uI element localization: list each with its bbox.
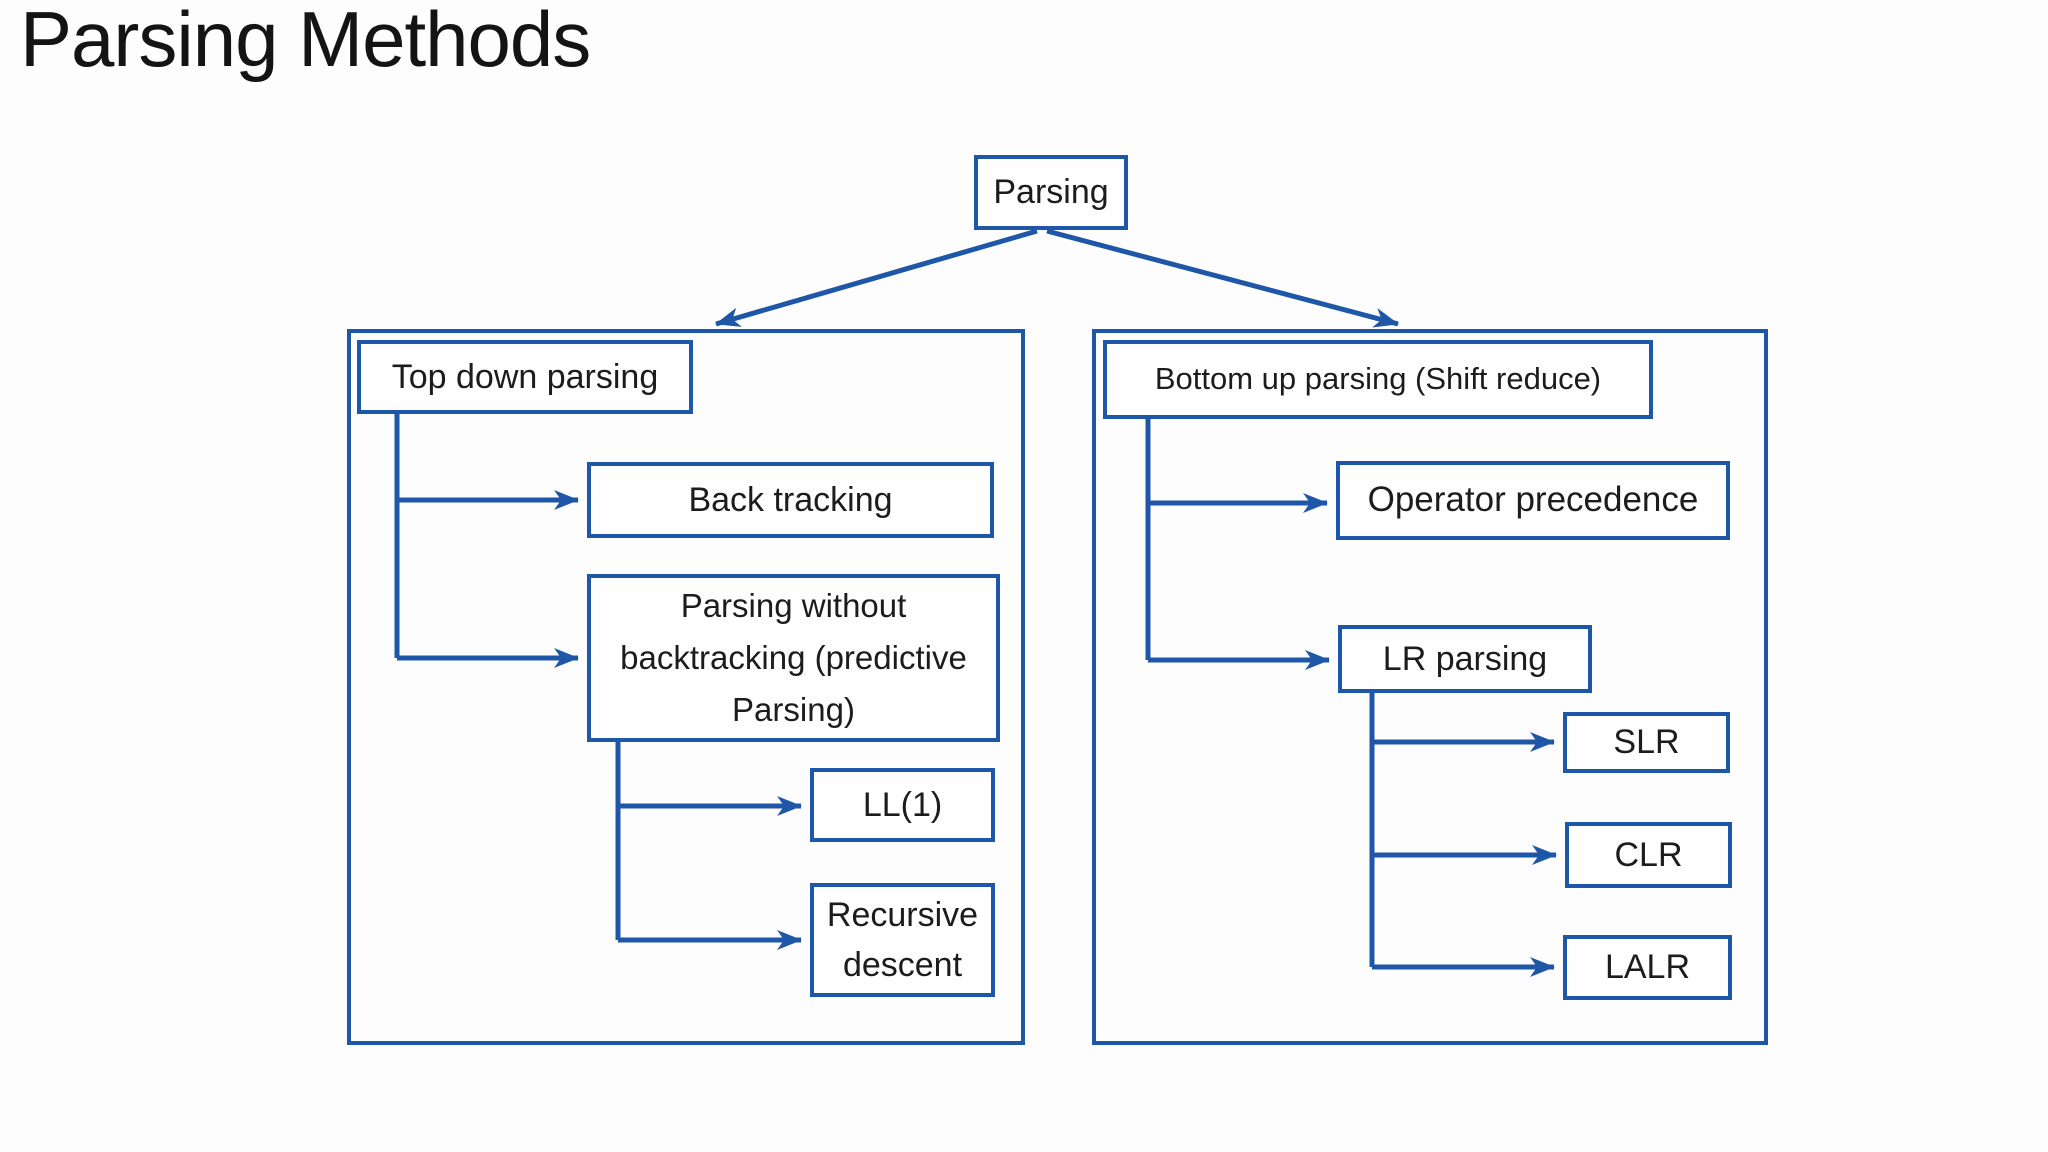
page-title: Parsing Methods	[20, 0, 591, 83]
predictive-parsing-node: Parsing without backtracking (predictive…	[587, 574, 1000, 742]
connector-root-to-top-down	[715, 228, 1038, 327]
operator-precedence-node: Operator precedence	[1336, 461, 1730, 540]
bottom-up-header: Bottom up parsing (Shift reduce)	[1103, 340, 1653, 419]
recursive-descent-node: Recursive descent	[810, 883, 995, 997]
clr-node: CLR	[1565, 822, 1732, 888]
top-down-container	[347, 329, 1025, 1045]
back-tracking-node: Back tracking	[587, 462, 994, 538]
connector-root-to-bottom-up	[1046, 228, 1399, 328]
lr-parsing-node: LR parsing	[1338, 625, 1592, 693]
lalr-node: LALR	[1563, 935, 1732, 1000]
root-node: Parsing	[974, 155, 1128, 230]
ll1-node: LL(1)	[810, 768, 995, 842]
top-down-header: Top down parsing	[357, 340, 693, 414]
slr-node: SLR	[1563, 712, 1730, 773]
bottom-up-container	[1092, 329, 1768, 1045]
